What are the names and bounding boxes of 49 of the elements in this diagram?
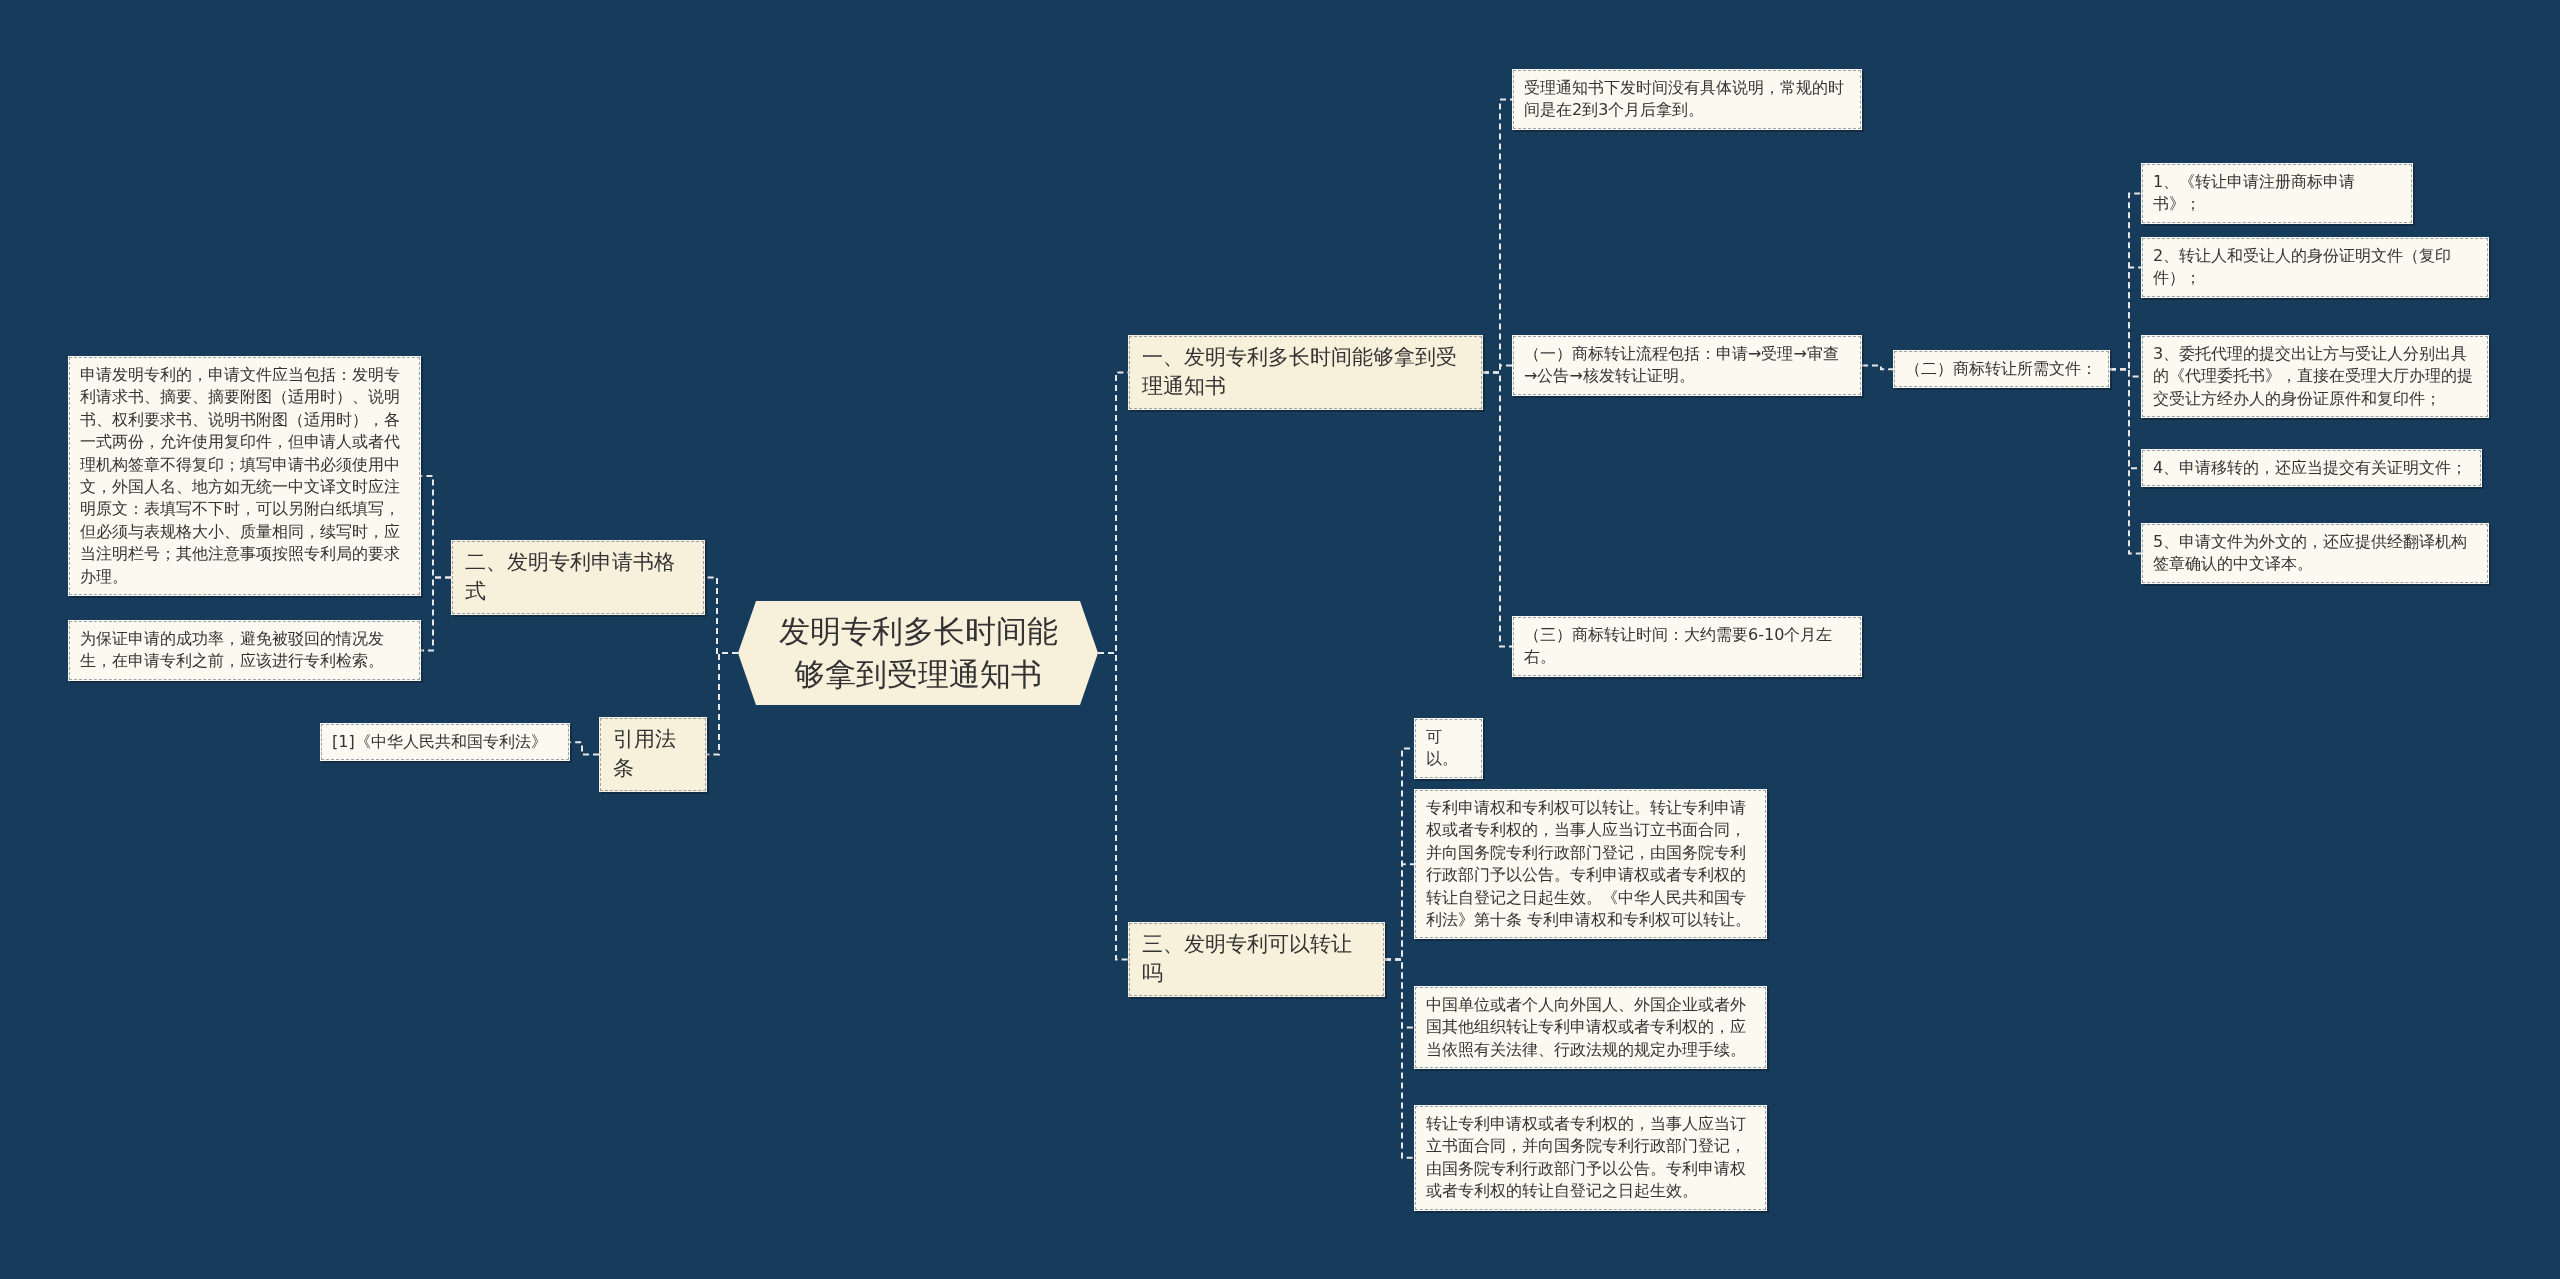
branch-topic-box bbox=[599, 717, 707, 792]
topic-text: （一）商标转让流程包括：申请→受理→审查→公告→核发转让证明。 bbox=[1524, 343, 1840, 388]
connector-line bbox=[1861, 364, 1894, 371]
text-note-box bbox=[320, 723, 570, 762]
branch-topic-box bbox=[451, 540, 705, 615]
connector-line bbox=[706, 652, 739, 756]
text-note-box bbox=[1512, 616, 1862, 677]
topic-text: （二）商标转让所需文件： bbox=[1905, 358, 2098, 380]
topic-text: 申请发明专利的，申请文件应当包括：发明专利请求书、摘要、摘要附图（适用时）、说明书、权利要求书、说明书附图（适用时），各一式两份，允许使用复印件，但申请人或者代理机构签章不得复印；填写申请书必须使用中文，外国人名、地方如无统一中文译文时应注明原文：表填写不下时，可以另附白纸填写，但必须与表规格大小、质量相同，续写时，应当注明栏号；其他注意事项按照专利局的要求办理。 bbox=[80, 364, 401, 588]
central-topic-hexagon bbox=[738, 601, 1098, 705]
topic-text: 受理通知书下发时间没有具体说明，常规的时间是在2到3个月后拿到。 bbox=[1524, 77, 1845, 122]
text-note-box bbox=[1414, 718, 1483, 779]
topic-text: 转让专利申请权或者专利权的，当事人应当订立书面合同，并向国务院专利行政部门登记，由国务院专利行政部门予以公告。专利申请权或者专利权的转让自登记之日起生效。 bbox=[1426, 1113, 1747, 1203]
topic-text: 中国单位或者个人向外国人、外国企业或者外国其他组织转让专利申请权或者专利权的，应当依照有关法律、行政法规的规定办理手续。 bbox=[1426, 994, 1747, 1061]
text-note-box bbox=[2141, 163, 2413, 224]
text-note-box bbox=[1414, 1105, 1767, 1211]
topic-text: 2、转让人和受让人的身份证明文件（复印件）； bbox=[2153, 245, 2453, 290]
text-note-box bbox=[68, 356, 421, 596]
topic-text: 三、发明专利可以转让吗 bbox=[1142, 931, 1353, 988]
connector-line bbox=[1097, 652, 1129, 961]
text-note-box bbox=[2141, 335, 2489, 419]
topic-text: 1、《转让申请注册商标申请书》； bbox=[2153, 171, 2357, 216]
topic-text: 发明专利多长时间能够拿到受理通知书 bbox=[778, 611, 1058, 694]
connector-line bbox=[1384, 958, 1415, 1159]
topic-text: （三）商标转让时间：大约需要6-10个月左右。 bbox=[1524, 624, 1834, 669]
topic-text: 一、发明专利多长时间能够拿到受理通知书 bbox=[1142, 344, 1458, 401]
topic-text: 可以。 bbox=[1426, 726, 1459, 771]
topic-text: 3、委托代理的提交出让方与受让人分别出具的《代理委托书》，直接在受理大厅办理的提交受让方经办人的身份证原件和复印件； bbox=[2153, 343, 2474, 410]
topic-text: 4、申请移转的，还应当提交有关证明文件； bbox=[2153, 457, 2469, 479]
text-note-box bbox=[1893, 350, 2110, 389]
text-note-box bbox=[2141, 523, 2489, 584]
connector-line bbox=[420, 576, 452, 652]
text-note-box bbox=[1512, 69, 1862, 130]
connector-line bbox=[2109, 368, 2142, 555]
topic-text: 二、发明专利申请书格式 bbox=[465, 549, 676, 606]
topic-text: 为保证申请的成功率，避免被驳回的情况发生，在申请专利之前，应该进行专利检索。 bbox=[80, 628, 385, 673]
branch-topic-box bbox=[1128, 922, 1385, 997]
topic-text: 专利申请权和专利权可以转让。转让专利申请权或者专利权的，当事人应当订立书面合同，并向国务院专利行政部门登记，由国务院专利行政部门予以公告。专利申请权或者专利权的转让自登记之日起生效。《中华人民共和国专利法》第十条 专利申请权和专利权可以转让。 bbox=[1426, 797, 1753, 931]
text-note-box bbox=[1512, 335, 1862, 396]
topic-text: 5、申请文件为外文的，还应提供经翻译机构签章确认的中文译本。 bbox=[2153, 531, 2469, 576]
connector-line bbox=[1482, 371, 1513, 648]
text-note-box bbox=[68, 620, 421, 681]
topic-text: [1]《中华人民共和国专利法》 bbox=[332, 731, 548, 753]
text-note-box bbox=[2141, 237, 2489, 298]
text-note-box bbox=[2141, 449, 2482, 488]
text-note-box bbox=[1414, 789, 1767, 940]
topic-text: 引用法条 bbox=[613, 726, 677, 783]
branch-topic-box bbox=[1128, 335, 1483, 410]
text-note-box bbox=[1414, 986, 1767, 1070]
